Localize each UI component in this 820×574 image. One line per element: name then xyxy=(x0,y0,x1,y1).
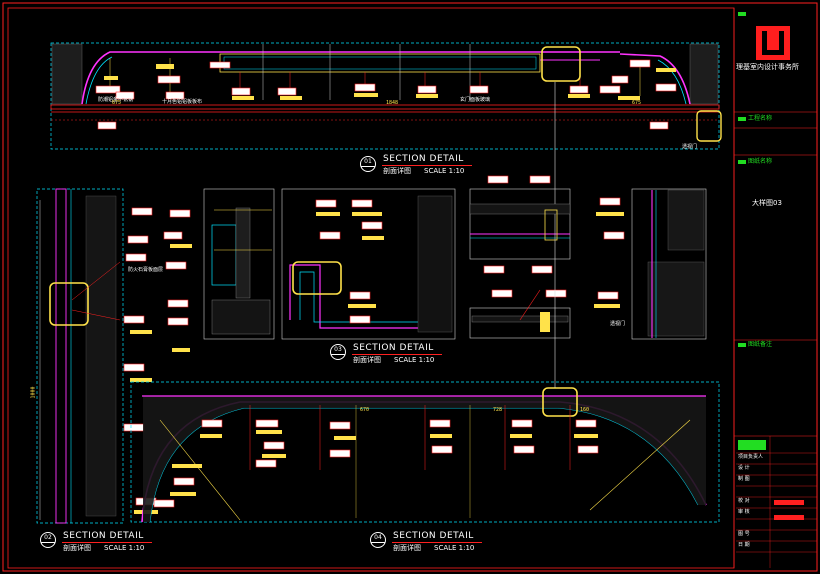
dim-d1-c: 675 xyxy=(632,100,642,106)
dim-d1-b: 1848 xyxy=(386,100,399,106)
tb-row-2: 制 图 xyxy=(738,476,750,482)
note-d1-left: 防潮铝金不锈钢 xyxy=(98,97,134,103)
detail-01-title: SECTION DETAIL xyxy=(383,154,464,164)
detail-03-number: 03 xyxy=(330,344,346,360)
firm-logo xyxy=(756,26,790,60)
detail-02-drawing xyxy=(36,188,158,524)
tb-row-1: 设 计 xyxy=(738,465,750,471)
detail-04-title: SECTION DETAIL xyxy=(393,531,474,541)
tb-row-6: 日 期 xyxy=(738,542,750,548)
firm-name: 理基室内设计事务所 xyxy=(736,63,799,71)
drawing-name: 大样图03 xyxy=(752,199,782,207)
detail-01-drawing xyxy=(50,42,722,230)
note-d1-right: 透视门 xyxy=(682,144,698,150)
highlight-marker xyxy=(696,110,722,142)
detail-01-number: 01 xyxy=(360,156,376,172)
section-remark-label: 图纸备注 xyxy=(748,341,773,348)
highlight-marker xyxy=(542,387,578,417)
note-d1-fill: 十月色铝铝板板布 xyxy=(162,99,203,105)
detail-03-cn-title: 剖面详图 xyxy=(353,356,381,364)
dim-d2-v: 1000 xyxy=(30,386,37,399)
tb-row-4: 审 核 xyxy=(738,509,750,515)
detail-02-title: SECTION DETAIL xyxy=(63,531,144,541)
tb-row-0: 项目负责人 xyxy=(738,454,764,460)
detail-middle-right-drawing xyxy=(469,175,571,339)
dim-d4-b: 728 xyxy=(493,407,503,413)
detail-02-cn-title: 剖面详图 xyxy=(63,544,91,552)
highlight-marker xyxy=(541,46,581,82)
note-d2-mid: 防火石膏板面层 xyxy=(128,267,164,273)
detail-01-cn-title: 剖面详图 xyxy=(383,167,411,175)
detail-02-number: 02 xyxy=(40,532,56,548)
dim-d4-c: 160 xyxy=(580,407,590,413)
detail-03-title: SECTION DETAIL xyxy=(353,343,434,353)
detail-side-right-drawing xyxy=(594,188,707,340)
title-block-frame xyxy=(733,8,817,568)
detail-01-scale: SCALE 1:10 xyxy=(424,167,465,175)
detail-04-cn-title: 剖面详图 xyxy=(393,544,421,552)
tb-row-3: 校 对 xyxy=(738,498,750,504)
detail-04-scale: SCALE 1:10 xyxy=(434,544,475,552)
detail-02-scale: SCALE 1:10 xyxy=(104,544,145,552)
section-project-label: 工程名称 xyxy=(748,115,773,122)
highlight-marker xyxy=(292,261,342,295)
note-d1-mid: 玄门面板玻璃 xyxy=(460,97,491,103)
detail-04-drawing xyxy=(130,230,720,523)
detail-04-number: 04 xyxy=(370,532,386,548)
tb-row-5: 图 号 xyxy=(738,531,750,537)
note-d3-right: 透视门 xyxy=(610,321,626,327)
detail-03-drawing xyxy=(281,188,456,340)
dim-d4-a: 670 xyxy=(360,407,370,413)
detail-03-scale: SCALE 1:10 xyxy=(394,356,435,364)
detail-middle-left-drawing xyxy=(163,188,275,352)
dim-d1-a: 675 xyxy=(112,100,122,106)
highlight-marker xyxy=(49,282,89,326)
section-drawing-label: 图纸名称 xyxy=(748,158,773,165)
